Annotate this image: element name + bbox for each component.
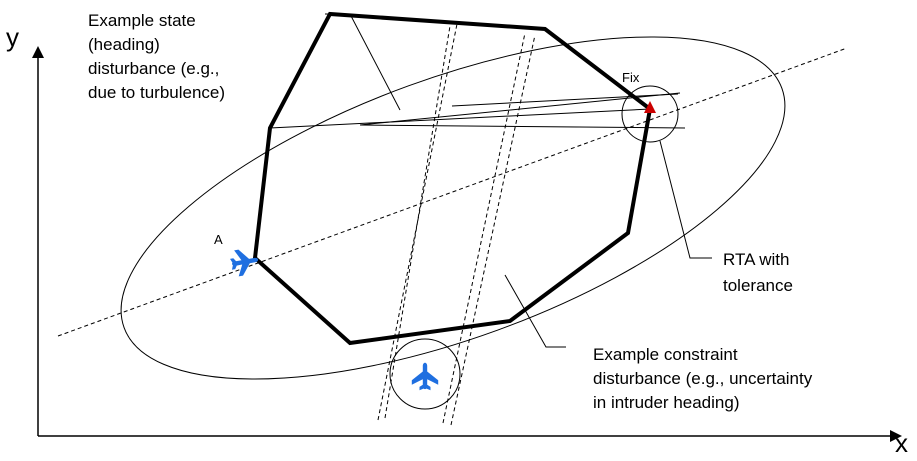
constraint-disturbance-line-3: in intruder heading) (593, 393, 739, 412)
aircraft-a-label: A (214, 232, 223, 247)
state-disturbance-line-2: (heading) (88, 35, 160, 54)
intruder-aircraft-icon (411, 362, 439, 391)
state-disturbance-line-1: Example state (88, 11, 196, 30)
heading-disturbance-wedge (269, 92, 686, 129)
constraint-disturbance-leader (504, 274, 566, 348)
constraint-disturbance-line-2: disturbance (e.g., uncertainty (593, 369, 813, 388)
feasible-region-polygon (252, 11, 653, 346)
y-axis-label: y (6, 22, 19, 52)
x-axis-label: x (895, 428, 908, 456)
rta-line-1: RTA with (723, 250, 789, 269)
constraint-disturbance-line-1: Example constraint (593, 345, 738, 364)
aircraft-icon (230, 249, 259, 277)
fix-label: Fix (622, 70, 640, 85)
rta-tolerance-circle (621, 85, 679, 143)
constraint-disturbance-text: Example constraint disturbance (e.g., un… (593, 345, 817, 412)
state-disturbance-line-3: disturbance (e.g., (88, 59, 219, 78)
rta-text: RTA with tolerance (723, 250, 794, 295)
intruder-heading-lines (377, 23, 536, 426)
rta-line-2: tolerance (723, 276, 793, 295)
fix-triangle-icon (644, 101, 656, 113)
state-disturbance-text: Example state (heading) disturbance (e.g… (88, 11, 225, 102)
reachable-ellipse (120, 36, 786, 380)
state-disturbance-line-4: due to turbulence) (88, 83, 225, 102)
intruder-circle (389, 338, 461, 410)
state-disturbance-leader (325, 13, 401, 111)
rta-leader (659, 140, 712, 259)
